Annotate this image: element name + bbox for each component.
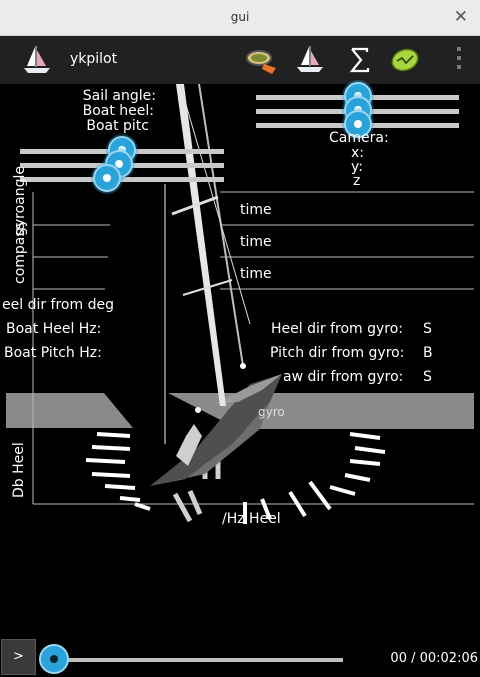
camera-y-label: y: bbox=[351, 159, 363, 175]
sailboat-icon bbox=[24, 46, 50, 73]
seek-track[interactable] bbox=[50, 658, 343, 662]
playback-bar: > 00 / 00:02:06 bbox=[0, 634, 480, 677]
timecode: 00 / 00:02:06 bbox=[390, 651, 478, 666]
boat-3d-scene[interactable]: Sail angle: Boat heel: Boat pitc Camera:… bbox=[0, 82, 480, 634]
boat-heel-hz-label: Boat Heel Hz: bbox=[6, 321, 102, 337]
hz-heel-axis-label: /Hz Heel bbox=[222, 511, 281, 527]
slider-track-3[interactable] bbox=[20, 177, 224, 182]
time-label-1: time bbox=[240, 202, 272, 218]
camera-label: Camera: bbox=[329, 130, 389, 146]
pitch-dir-from-gyro-label: Pitch dir from gyro: bbox=[270, 345, 405, 361]
camera-x-label: x: bbox=[351, 145, 365, 161]
sigma-icon[interactable] bbox=[343, 44, 377, 76]
db-heel-axis-label: Db Heel bbox=[11, 442, 27, 498]
camera-z-label: z bbox=[353, 173, 361, 189]
slider-knob-3[interactable] bbox=[93, 164, 121, 192]
camera-slider-knob-3[interactable] bbox=[344, 110, 372, 138]
heel-dir-from-deg-label: eel dir from deg bbox=[2, 297, 114, 313]
yaw-dir-from-gyro-label: aw dir from gyro: bbox=[283, 369, 404, 385]
scene-graphics bbox=[6, 84, 474, 524]
gyroangle-axis-label: gyroangle bbox=[12, 165, 28, 236]
boat-heel-label: Boat heel: bbox=[82, 103, 154, 119]
sail-angle-label: Sail angle: bbox=[82, 88, 156, 104]
boat-icon[interactable] bbox=[293, 44, 327, 76]
overflow-menu-icon[interactable] bbox=[456, 47, 462, 73]
time-label-3: time bbox=[240, 266, 272, 282]
yaw-dir-from-gyro-value: S bbox=[423, 369, 432, 385]
app-toolbar: ykpilot bbox=[0, 36, 480, 84]
heel-dir-from-gyro-label: Heel dir from gyro: bbox=[271, 321, 404, 337]
gyro-fragment-label: gyro bbox=[258, 405, 285, 419]
seek-knob[interactable] bbox=[39, 644, 69, 674]
gps-icon[interactable] bbox=[388, 44, 422, 76]
boat-pitch-hz-label: Boat Pitch Hz: bbox=[4, 345, 102, 361]
boat-pitch-label: Boat pitc bbox=[86, 118, 149, 134]
time-label-2: time bbox=[240, 234, 272, 250]
heel-dir-from-gyro-value: S bbox=[423, 321, 432, 337]
close-icon[interactable]: ✕ bbox=[453, 7, 468, 27]
play-button[interactable]: > bbox=[1, 639, 36, 675]
compass-plot-icon[interactable] bbox=[244, 44, 278, 76]
pitch-dir-from-gyro-value: B bbox=[423, 345, 433, 361]
app-name: ykpilot bbox=[70, 51, 118, 67]
window-titlebar: gui ✕ bbox=[0, 0, 480, 36]
window-title: gui bbox=[230, 10, 250, 24]
